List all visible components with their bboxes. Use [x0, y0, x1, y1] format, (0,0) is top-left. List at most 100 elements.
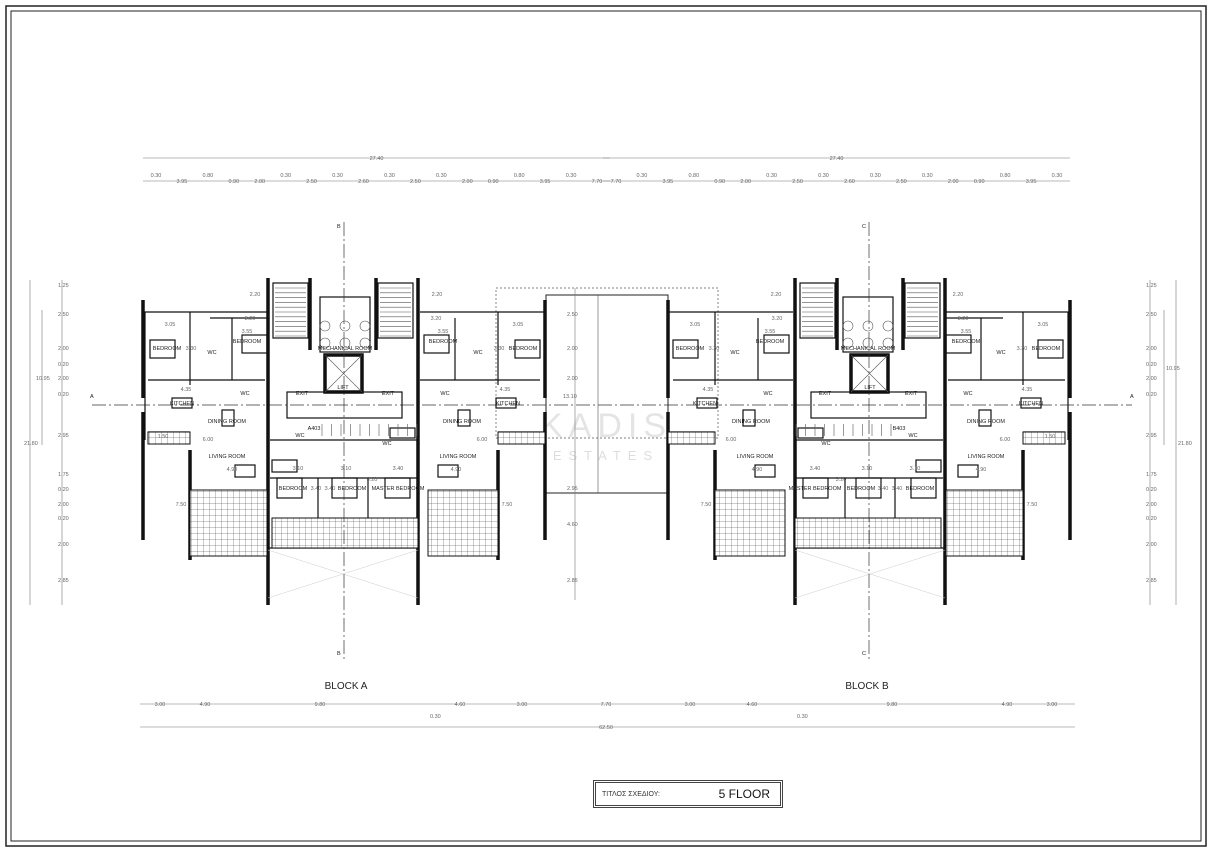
section-mark: C [862, 651, 866, 657]
chain-dim: 2.50 [410, 179, 421, 185]
room-label: WC [207, 350, 216, 356]
chain-dim: 0.30 [332, 173, 343, 179]
chain-dim: 4.90 [200, 702, 211, 708]
chain-dim: 2.00 [58, 542, 69, 548]
center-total-dim: 13.10 [563, 394, 577, 400]
chain-dim: 2.60 [358, 179, 369, 185]
chain-dim: 2.85 [567, 578, 578, 584]
fixture [802, 477, 829, 499]
section-mark-right: A [1130, 394, 1134, 400]
room-dimension: 4.90 [976, 467, 987, 473]
room-label: BEDROOM [952, 339, 981, 345]
balcony [427, 489, 499, 557]
chain-dim: 1.25 [1146, 283, 1157, 289]
balcony [147, 431, 191, 445]
fixture [331, 477, 358, 499]
chain-dim: 0.90 [488, 179, 499, 185]
chain-dim: 2.50 [1146, 312, 1157, 318]
chain-dim: 2.00 [948, 179, 959, 185]
chain-dim: 2.00 [254, 179, 265, 185]
room-dimension: 4.35 [500, 387, 511, 393]
chain-dim: 4.60 [455, 702, 466, 708]
room-dimension: 6.00 [726, 437, 737, 443]
title-block: ΤΙΤΛΟΣ ΣΧΕΔΙΟΥ: 5 FLOOR [593, 780, 783, 808]
room-dimension: 4.90 [227, 467, 238, 473]
room-label: LIFT [337, 385, 349, 391]
chain-dim: 4.90 [1002, 702, 1013, 708]
room-dimension: 3.10 [293, 466, 304, 472]
title-label: ΤΙΤΛΟΣ ΣΧΕΔΙΟΥ: [602, 790, 660, 798]
room-dimension: 4.35 [1022, 387, 1033, 393]
room-label: KITCHEN [170, 401, 194, 407]
sheet-border-inner [10, 10, 1202, 842]
tank-icon [882, 320, 894, 332]
room-label: WC [996, 350, 1005, 356]
chain-dim: 2.95 [567, 486, 578, 492]
room-label: BEDROOM [847, 486, 876, 492]
chain-dim: 0.90 [974, 179, 985, 185]
fixture [1037, 339, 1064, 359]
block-title: BLOCK B [845, 681, 889, 692]
partial-height-dim: 10.95 [1166, 366, 1180, 372]
fixture [437, 464, 459, 478]
room-label: DINING ROOM [732, 419, 770, 425]
fixture [149, 339, 176, 359]
chain-dim: 2.00 [1146, 502, 1157, 508]
chain-dim: 7.70 [611, 179, 622, 185]
room-label: BEDROOM [906, 486, 935, 492]
tank-icon [842, 337, 854, 349]
tank-icon [339, 320, 351, 332]
room-dimension: 7.50 [1027, 502, 1038, 508]
room-dimension: 3.55 [961, 329, 972, 335]
fixture [241, 334, 268, 354]
room-label: KITCHEN [693, 401, 717, 407]
fixture [384, 477, 411, 499]
chain-dim: 0.30 [280, 173, 291, 179]
room-dimension: 3.40 [892, 486, 903, 492]
tank-icon [862, 320, 874, 332]
room-label: BEDROOM [338, 486, 367, 492]
room-dimension: 2.20 [432, 292, 443, 298]
fixture [272, 282, 309, 339]
room-dimension: 4.90 [752, 467, 763, 473]
chain-dim: 2.85 [58, 578, 69, 584]
watermark: KADIS ESTATES [540, 407, 666, 463]
room-dimension: 3.05 [690, 322, 701, 328]
sheet-border-outer [5, 5, 1207, 847]
fixture [978, 409, 992, 427]
total-width-dim: 27.40 [830, 156, 844, 162]
total-width-dim: 27.40 [370, 156, 384, 162]
fixture [276, 477, 303, 499]
chain-dim: 2.00 [567, 346, 578, 352]
room-dimension: 1.50 [1045, 434, 1056, 440]
room-dimension: 3.20 [245, 316, 256, 322]
chain-dim: 0.30 [870, 173, 881, 179]
room-dimension: 6.00 [203, 437, 214, 443]
chain-dim: 2.00 [58, 502, 69, 508]
void-cross [267, 549, 419, 599]
balcony [271, 517, 419, 549]
room-dimension: 3.20 [367, 477, 378, 483]
chain-dim: 0.20 [58, 362, 69, 368]
chain-dim: 2.60 [844, 179, 855, 185]
room-label: KITCHEN [496, 401, 520, 407]
chain-dim: 3.95 [1026, 179, 1037, 185]
chain-dim: 0.30 [384, 173, 395, 179]
chain-dim: 4.60 [567, 522, 578, 528]
balcony [714, 489, 786, 557]
chain-dim: 2.00 [58, 376, 69, 382]
fixture [763, 334, 790, 354]
room-label: BEDROOM [676, 346, 705, 352]
courtyard-outline [495, 287, 719, 439]
balcony [794, 517, 942, 549]
chain-dim: 0.30 [436, 173, 447, 179]
room-dimension: 7.50 [502, 502, 513, 508]
room-label: EXIT [819, 391, 832, 397]
fixture [842, 296, 894, 353]
room-dimension: 3.55 [242, 329, 253, 335]
room-label: MECHANICAL ROOM [841, 346, 896, 352]
fixture [221, 409, 235, 427]
chain-dim: 0.90 [228, 179, 239, 185]
fixture [423, 334, 450, 354]
balcony [667, 431, 716, 445]
